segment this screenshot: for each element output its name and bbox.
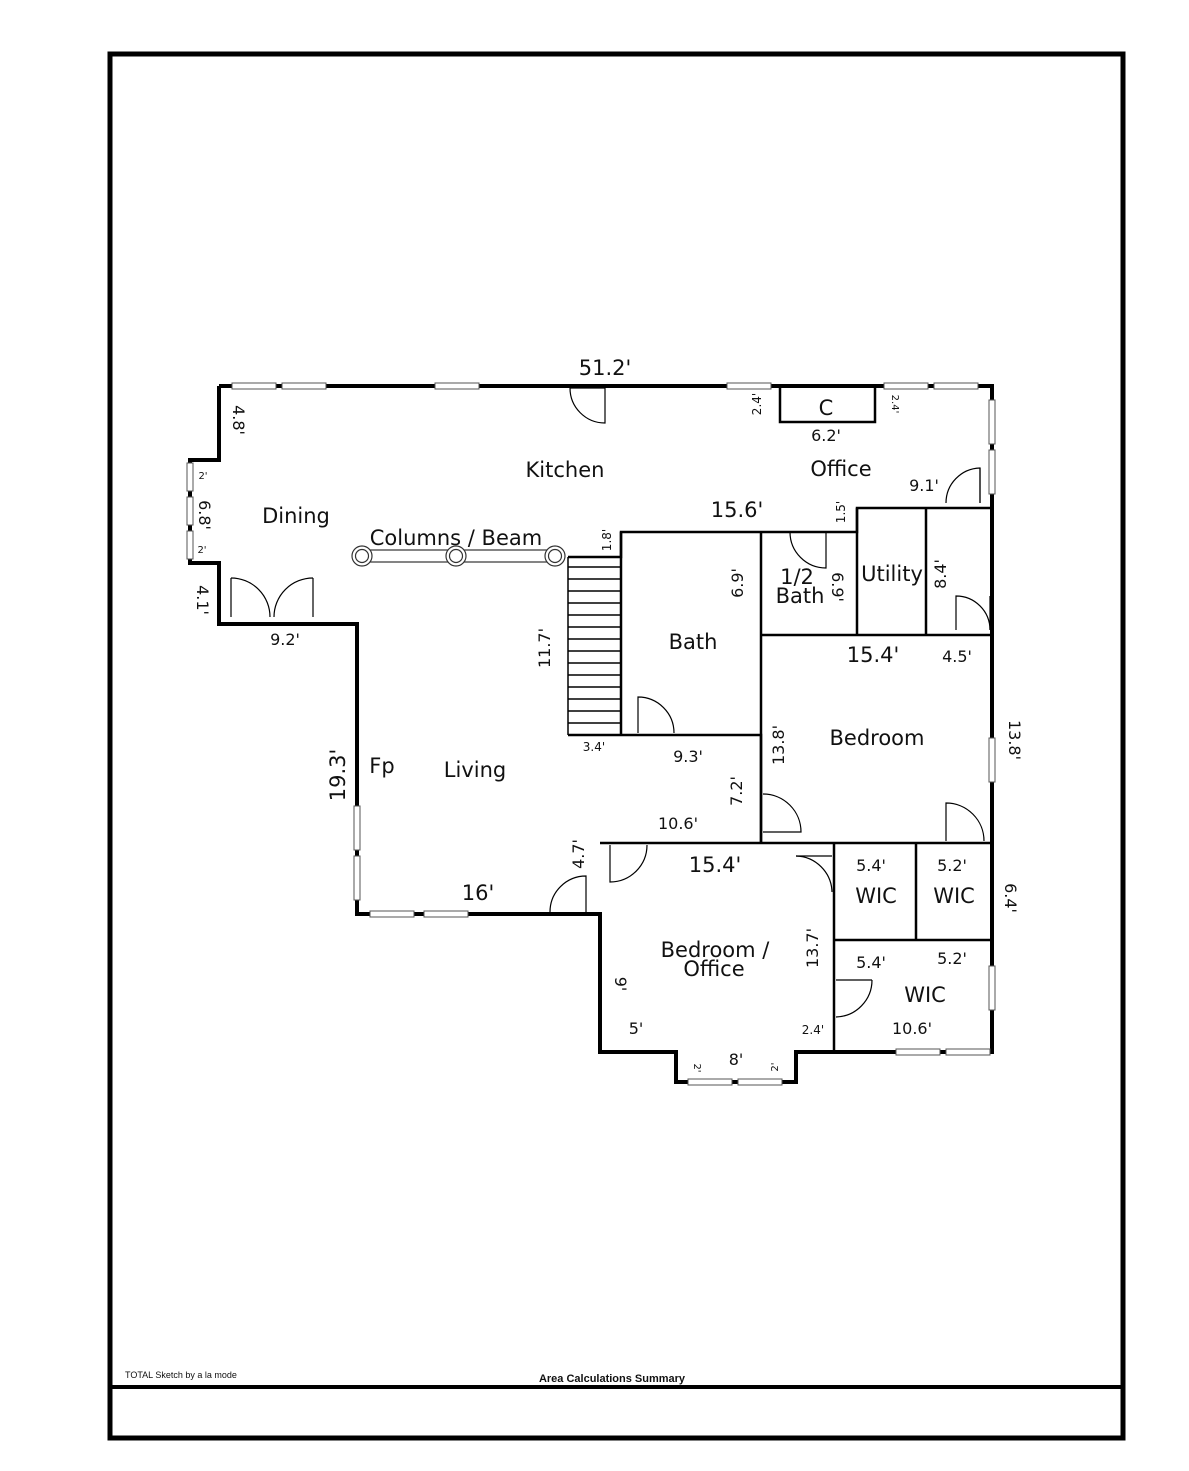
room-label-wic-1: WIC bbox=[855, 884, 897, 908]
dim-bedroom-office-bottom-left: 5' bbox=[629, 1019, 644, 1038]
dim-stair-bottom: 3.4' bbox=[583, 740, 605, 754]
room-label-utility: Utility bbox=[861, 562, 923, 586]
dim-half-bath-right: 6.9' bbox=[828, 572, 847, 602]
dim-living-bottom-right: 10.6' bbox=[658, 814, 698, 833]
dim-bay-bottom: 2' bbox=[197, 545, 206, 556]
dim-living-notch: 7.2' bbox=[727, 776, 746, 806]
room-label-kitchen: Kitchen bbox=[526, 458, 605, 482]
dim-utility-top: 1.5' bbox=[834, 501, 848, 523]
closet bbox=[778, 384, 877, 424]
area-summary-title: Area Calculations Summary bbox=[539, 1373, 686, 1385]
dim-bay-top: 2' bbox=[198, 471, 207, 482]
dim-wic-right: 6.4' bbox=[1001, 883, 1020, 913]
dim-stair-top: 1.8' bbox=[600, 529, 614, 551]
dim-bay2-right: 2' bbox=[770, 1062, 781, 1071]
room-label-bedroom-office-line2: Office bbox=[683, 957, 744, 981]
dim-bay2-mid: 8' bbox=[729, 1050, 744, 1069]
dim-bay-mid: 6.8' bbox=[195, 500, 214, 530]
dim-bath-top: 15.6' bbox=[711, 498, 764, 522]
dim-living-left: 19.3' bbox=[326, 749, 350, 802]
dim-right-side: 13.8' bbox=[1005, 720, 1024, 760]
room-label-closet: C bbox=[819, 396, 834, 420]
dim-wic3-top-left: 5.4' bbox=[856, 953, 886, 972]
room-label-half-bath-line2: Bath bbox=[776, 584, 825, 608]
page-border bbox=[107, 51, 1126, 1441]
dim-bedroom-office-top: 15.4' bbox=[689, 853, 742, 877]
windows bbox=[186, 382, 996, 1086]
software-credit: TOTAL Sketch by a la mode bbox=[125, 1370, 237, 1380]
dim-closet-left: 2.4' bbox=[750, 393, 764, 415]
room-label-half-bath-line1: 1/2 bbox=[780, 565, 814, 589]
dim-bedroom-top: 15.4' bbox=[847, 643, 900, 667]
dim-dining-bottom: 9.2' bbox=[270, 630, 300, 649]
room-label-wic-3: WIC bbox=[904, 983, 946, 1007]
dim-closet-right: 2.4' bbox=[889, 395, 900, 414]
dim-dining-top-side: 4.8' bbox=[229, 405, 248, 435]
room-label-wic-2: WIC bbox=[933, 884, 975, 908]
dim-wic3-top-right: 5.2' bbox=[937, 949, 967, 968]
room-label-fp: Fp bbox=[369, 754, 394, 778]
staircase bbox=[567, 557, 621, 735]
dim-utility-right: 8.4' bbox=[931, 559, 950, 589]
dim-stair-length: 11.7' bbox=[535, 628, 554, 668]
dim-bath-right: 6.9' bbox=[728, 568, 747, 598]
dim-bath-bottom: 9.3' bbox=[673, 747, 703, 766]
dim-bedroom-office-bottom-right: 2.4' bbox=[802, 1023, 824, 1037]
dim-wic3-bottom: 10.6' bbox=[892, 1019, 932, 1038]
dim-bedroom-left: 13.8' bbox=[769, 725, 788, 765]
room-label-dining: Dining bbox=[262, 504, 330, 528]
dim-living-step: 4.7' bbox=[569, 839, 588, 869]
dim-living-bottom: 16' bbox=[462, 881, 495, 905]
dim-office-right: 9.1' bbox=[909, 476, 939, 495]
room-label-columns-beam: Columns / Beam bbox=[370, 526, 542, 550]
dim-bedroom-office-right: 13.7' bbox=[803, 928, 822, 968]
dim-top-width: 51.2' bbox=[579, 356, 632, 380]
room-label-bath: Bath bbox=[669, 630, 718, 654]
dim-closet-width: 6.2' bbox=[811, 426, 841, 445]
dim-bedroom-office-left: 9' bbox=[611, 977, 630, 992]
doors bbox=[230, 387, 991, 1018]
room-label-bedroom: Bedroom bbox=[830, 726, 925, 750]
dim-wic2-top: 5.2' bbox=[937, 856, 967, 875]
room-label-living: Living bbox=[444, 758, 506, 782]
columns-beam bbox=[351, 545, 566, 567]
dim-bedroom-top-right: 4.5' bbox=[942, 647, 972, 666]
room-label-office: Office bbox=[810, 457, 871, 481]
dim-dining-lower-side: 4.1' bbox=[193, 585, 212, 615]
room-label-bedroom-office-line1: Bedroom / bbox=[661, 938, 771, 962]
dim-bay2-left: 2' bbox=[691, 1063, 702, 1072]
interior-walls bbox=[568, 506, 992, 1052]
dim-wic1-top: 5.4' bbox=[856, 856, 886, 875]
